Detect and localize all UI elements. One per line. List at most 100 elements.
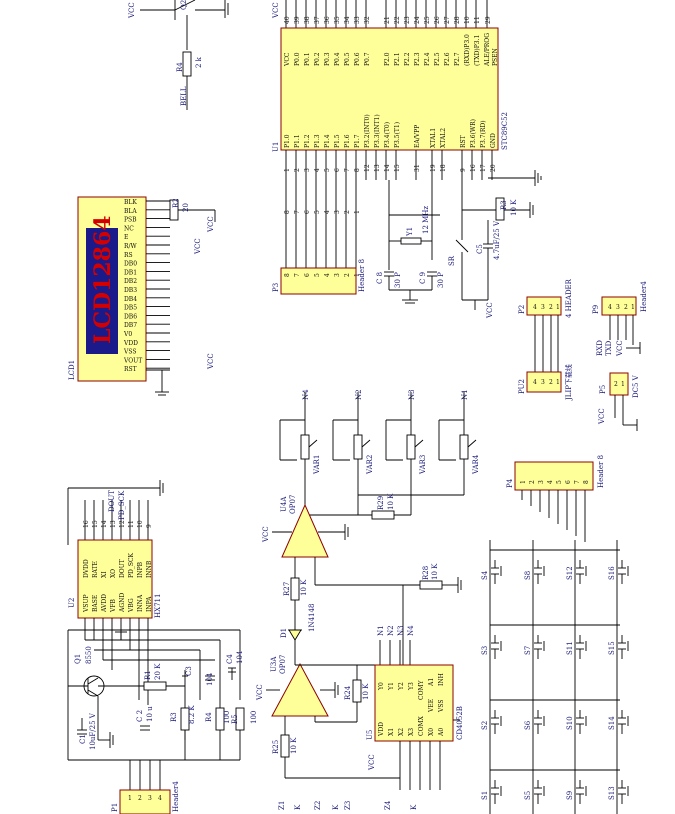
r3-value: 10 K <box>510 199 518 216</box>
c2-value: 10 u <box>146 706 154 722</box>
u1-bottom-pin: 15 <box>394 164 401 172</box>
bottom-k2: K <box>332 804 340 810</box>
u5-ref: U5 <box>366 730 374 740</box>
lcd-pin-label: DB6 <box>124 313 137 320</box>
u2-right-label: DVDD <box>83 559 90 578</box>
vcc-label-u4a: VCC <box>262 526 270 543</box>
c9-value: 30 P <box>437 272 445 288</box>
pot-net-label: N3 <box>408 389 416 400</box>
u4a-part: OP07 <box>289 495 297 514</box>
vcc-label-u1: VCC <box>272 2 280 19</box>
u1-top-pin: 29 <box>485 16 492 24</box>
u1-bottom-label: P3.3(INT1) <box>374 114 381 148</box>
d1-value: 1N4148 <box>308 604 316 632</box>
u1-bottom-pin: 2 <box>294 168 301 172</box>
crystal-circuit: Y1 12 MHz C 8 30 P C 9 30 P <box>376 180 445 304</box>
pot-net-label: N1 <box>461 389 469 400</box>
key-switch: S5 <box>524 791 532 800</box>
lcd-r2-ref: R2 <box>172 198 180 208</box>
connectors-right: 4 3 2 1 P2 4 HEADER 4 3 2 1 PU2 JLIP下载线 … <box>518 278 648 431</box>
r4-ref: R4 <box>176 62 184 72</box>
svg-text:2: 2 <box>624 304 628 311</box>
u2-top-pin: 12 <box>119 520 126 528</box>
pot-ref: VAR4 <box>472 454 480 475</box>
u5-pin-label: Y1 <box>388 682 395 691</box>
lcd-pin-label: DB0 <box>124 261 137 268</box>
u2-right-label: INNB <box>146 560 153 578</box>
u5-net-label: N1 <box>377 625 385 636</box>
u1-bottom-pin: 31 <box>414 164 421 172</box>
key-switch: S6 <box>524 720 532 730</box>
r4-resistor <box>182 51 192 77</box>
u1-port2-label: P2.3 <box>414 52 421 66</box>
u2-left-label: BASE <box>92 595 99 612</box>
u1-bottom-label: XTAL1 <box>430 128 437 148</box>
u5-pin-label: A1 <box>428 678 435 687</box>
u2-left-label: VBG <box>128 598 135 613</box>
u1-bottom-label: P1.6 <box>344 134 351 148</box>
c3-ref: C3 <box>185 666 193 676</box>
u2-top-pin: 9 <box>146 524 153 528</box>
u2-part: HX711 <box>154 594 162 618</box>
u5-pin-label: VEE <box>428 699 435 713</box>
u1-bottom-label: P3.5(T1) <box>394 122 401 148</box>
u1-bottom-label: P1.7 <box>354 134 361 148</box>
u2-right-label: INPB <box>137 561 144 578</box>
c5-ref: C5 <box>476 244 484 254</box>
c4-value: 104 <box>236 650 244 664</box>
svg-text:3: 3 <box>616 304 620 311</box>
u1-bottom-label: P1.5 <box>334 134 341 148</box>
u1-top-pin: 21 <box>384 16 391 24</box>
key-switch: S1 <box>481 791 489 800</box>
r3-reset-resistor <box>495 197 505 221</box>
u1-top-pin: 37 <box>314 16 321 24</box>
r28-value: 10 K <box>431 563 439 580</box>
r4-value: 2 k <box>195 56 203 68</box>
u2-right-label: RATE <box>92 561 99 578</box>
lcd-pin-label: PSB <box>124 217 137 224</box>
bottom-z2: Z2 <box>314 801 322 810</box>
p3-pin-net: 4 <box>324 210 331 214</box>
u5-pin-label: COMX <box>418 715 425 736</box>
u1-bottom-label: P1.3 <box>314 134 321 148</box>
lcd-pin-label: RS <box>124 252 133 259</box>
u1-bottom-pin: 8 <box>354 168 361 172</box>
reset-circuit: R3 10 K SR C5 4.7uF/25 V VCC <box>448 180 534 319</box>
lcd-pin-label: DB5 <box>124 305 137 312</box>
p2-body <box>526 296 562 316</box>
u2-right-label: DOUT <box>119 559 126 578</box>
lcd-screen <box>86 228 118 354</box>
opamp-u3a: U3A OP07 VCC R24 10 K R25 10 K <box>256 655 400 779</box>
u1-port2-label: P2.5 <box>434 52 441 66</box>
u2-right-label: PD_SCK <box>128 552 135 578</box>
svg-text:3: 3 <box>541 304 545 311</box>
p4-pin: 3 <box>538 480 545 484</box>
p4-pin: 8 <box>583 480 590 484</box>
u1-port0-label: P0.0 <box>294 52 301 66</box>
y1-ref: Y1 <box>406 227 414 237</box>
vcc-label-lcd2: VCC <box>194 238 202 255</box>
p9-vcc: VCC <box>616 340 624 357</box>
p1-header: 1 2 3 4 P1 Header4 <box>111 760 180 814</box>
p3-pin-net: 5 <box>314 210 321 214</box>
u1-port2-label: P2.2 <box>404 52 411 66</box>
r82k-value: 8.2 K <box>188 705 196 724</box>
u1-bottom-label: GND <box>490 133 497 148</box>
u4a-ref: U4A <box>280 496 288 512</box>
u2-left-label: VSUP <box>83 594 90 613</box>
r29-resistor <box>371 510 395 520</box>
u1-port2-label: P2.6 <box>444 52 451 66</box>
p5-name: DC5 V <box>632 374 640 398</box>
u5-pin-label: A0 <box>438 728 445 737</box>
vcc-label-top: VCC <box>128 2 136 19</box>
lcd-pin-label: VSS <box>123 349 136 356</box>
lcd-pin-label: NC <box>124 225 134 232</box>
u2-top-pin: 14 <box>101 520 108 528</box>
u1-port0-label: VCC <box>284 52 291 67</box>
r3-ref: R3 <box>500 200 508 210</box>
u1-top-pin: 23 <box>404 16 411 24</box>
bottom-z1: Z1 <box>278 801 286 810</box>
u1-top-pin: 24 <box>414 16 421 24</box>
p4-body <box>514 461 594 491</box>
